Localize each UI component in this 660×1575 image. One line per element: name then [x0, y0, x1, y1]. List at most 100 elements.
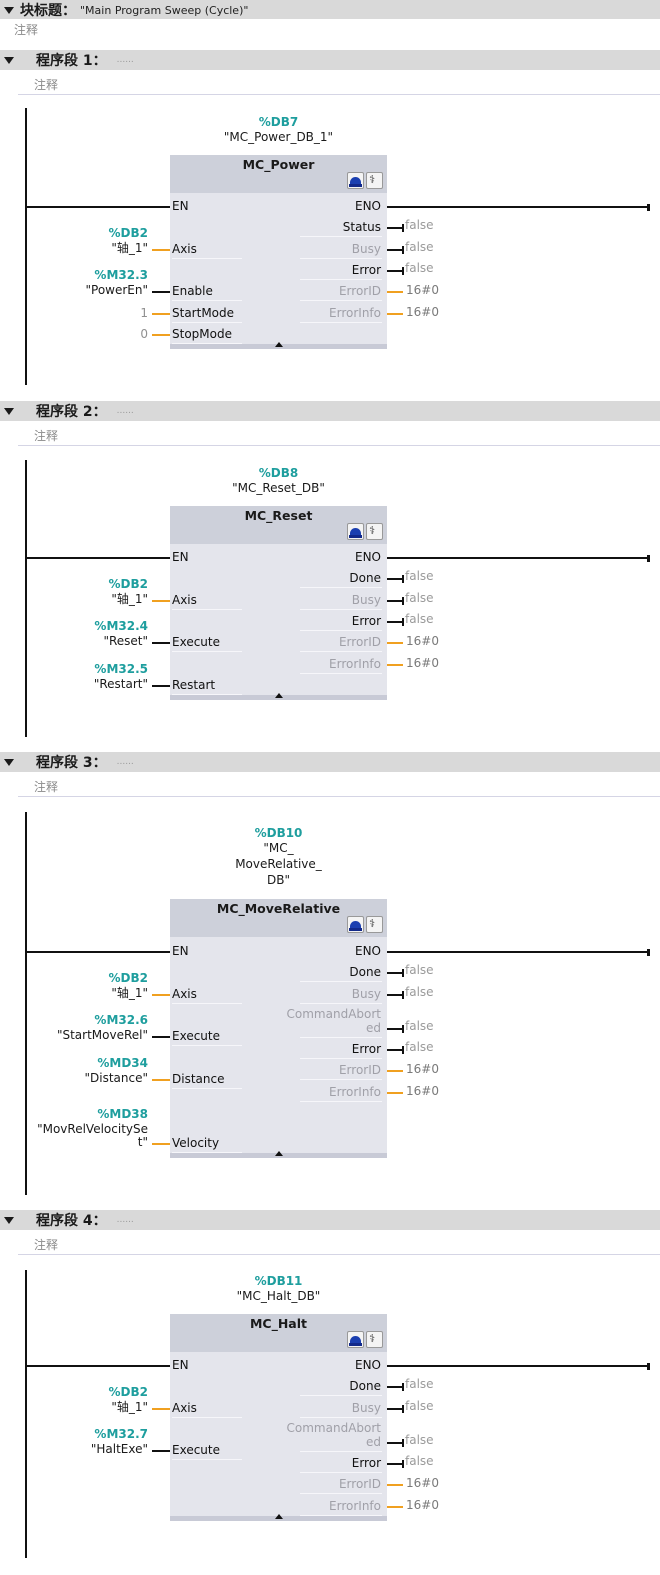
commissioning-button[interactable]: ⚕	[366, 1331, 383, 1348]
config-icon-base	[349, 184, 362, 187]
eno-wire-end	[647, 949, 650, 956]
input-operand-name[interactable]: "Reset"	[103, 634, 148, 648]
collapse-triangle-icon[interactable]	[4, 6, 14, 14]
input-operand-address[interactable]: %MD34	[97, 1055, 148, 1070]
stethoscope-icon: ⚕	[369, 1332, 375, 1345]
output-wire-end	[402, 245, 404, 254]
function-block[interactable]: MC_Power⚕	[170, 155, 387, 349]
input-constant[interactable]: 0	[140, 327, 148, 341]
input-operand-address[interactable]: %M32.3	[94, 268, 148, 282]
input-constant[interactable]: 1	[140, 305, 148, 320]
output-value: 16#0	[406, 1083, 439, 1098]
input-operand-address[interactable]: %DB2	[108, 576, 148, 591]
network-title[interactable]: 程序段 4：	[36, 1213, 107, 1229]
input-operand-address[interactable]: %M32.5	[94, 661, 148, 676]
output-value: false	[405, 260, 434, 275]
stethoscope-icon: ⚕	[369, 173, 375, 186]
input-operand-address[interactable]: %M32.6	[94, 1013, 148, 1027]
axis-config-button[interactable]	[347, 172, 364, 189]
pin-error: Error	[351, 1455, 381, 1470]
input-operand-address[interactable]: %M32.7	[94, 1427, 148, 1441]
pin-startmode: StartMode	[172, 305, 235, 320]
input-wire	[152, 1142, 170, 1145]
output-value: false	[405, 1398, 434, 1413]
output-value: false	[405, 569, 434, 584]
input-operand-address[interactable]: %MD38	[97, 1106, 148, 1121]
instance-db-address[interactable]: %DB11	[254, 1274, 303, 1288]
commissioning-button[interactable]: ⚕	[366, 523, 383, 540]
pin-error: Error	[351, 613, 381, 628]
input-operand-name[interactable]: "轴_1"	[111, 985, 148, 1000]
instance-db-name[interactable]: "MC_Power_DB_1"	[223, 130, 334, 144]
network-title[interactable]: 程序段 2：	[36, 404, 107, 420]
network-title-placeholder[interactable]: ......	[116, 1215, 134, 1225]
input-operand-name[interactable]: "Distance"	[84, 1070, 148, 1085]
network-comment[interactable]: 注释	[18, 1235, 660, 1255]
network-comment[interactable]: 注释	[18, 75, 660, 95]
instance-db-name[interactable]: "MC_ MoveRelative_ DB"	[235, 841, 322, 887]
pin-execute: Execute	[172, 1029, 220, 1043]
input-operand-name[interactable]: "轴_1"	[111, 240, 148, 255]
instance-db-address[interactable]: %DB8	[258, 466, 299, 480]
output-wire-end	[402, 1438, 404, 1447]
pin-stopmode: StopMode	[172, 327, 232, 341]
collapse-pins-icon[interactable]	[275, 1513, 283, 1519]
input-operand-name[interactable]: "PowerEn"	[85, 283, 148, 297]
axis-config-button[interactable]	[347, 523, 364, 540]
collapse-triangle-icon[interactable]	[4, 758, 14, 766]
network-title-placeholder[interactable]: ......	[116, 55, 134, 65]
function-block[interactable]: MC_Reset⚕	[170, 506, 387, 700]
commissioning-button[interactable]: ⚕	[366, 916, 383, 933]
input-operand-name[interactable]: "MovRelVelocitySe t"	[37, 1121, 148, 1149]
collapse-pins-icon[interactable]	[275, 342, 283, 347]
output-value: false	[405, 963, 434, 978]
input-operand-address[interactable]: %DB2	[108, 970, 148, 985]
collapse-pins-icon[interactable]	[275, 692, 283, 698]
block-title-value[interactable]: "Main Program Sweep (Cycle)"	[80, 3, 249, 17]
input-operand-address[interactable]: %M32.4	[94, 619, 148, 633]
instance-db-address[interactable]: %DB10	[254, 826, 303, 840]
output-wire	[387, 269, 403, 272]
commissioning-button[interactable]: ⚕	[366, 172, 383, 189]
instance-db-name[interactable]: "MC_Reset_DB"	[232, 481, 325, 495]
input-operand-name[interactable]: "HaltExe"	[90, 1442, 148, 1456]
input-operand-address[interactable]: %DB2	[108, 1384, 148, 1399]
block-comment[interactable]: 注释	[0, 19, 660, 39]
network-title[interactable]: 程序段 1：	[36, 53, 107, 69]
network-comment[interactable]: 注释	[18, 777, 660, 797]
input-operand-name[interactable]: "Restart"	[93, 676, 148, 691]
output-wire	[387, 972, 403, 975]
network-title[interactable]: 程序段 3：	[36, 755, 107, 771]
input-wire	[152, 1078, 170, 1081]
input-operand-name[interactable]: "StartMoveRel"	[56, 1028, 148, 1042]
en-wire	[27, 1365, 170, 1367]
output-wire	[387, 312, 403, 315]
function-block[interactable]: MC_MoveRelative⚕	[170, 899, 387, 1158]
pin-separator	[300, 1002, 382, 1004]
instance-db-address[interactable]: %DB7	[258, 115, 299, 129]
pin-busy: Busy	[351, 986, 381, 1001]
pin-separator	[172, 608, 242, 610]
input-operand-name[interactable]: "轴_1"	[111, 591, 148, 606]
output-wire-end	[402, 1024, 404, 1033]
axis-config-button[interactable]	[347, 1331, 364, 1348]
pin-separator	[300, 278, 382, 280]
instance-db-name[interactable]: "MC_Halt_DB"	[236, 1289, 321, 1303]
network-title-placeholder[interactable]: ......	[116, 757, 134, 767]
config-icon	[350, 177, 361, 185]
pin-separator	[300, 1079, 382, 1081]
block-title-bar: 块标题： "Main Program Sweep (Cycle)"	[0, 0, 660, 20]
pin-axis: Axis	[172, 986, 197, 1001]
network-title-placeholder[interactable]: ......	[116, 406, 134, 416]
axis-config-button[interactable]	[347, 916, 364, 933]
network-comment[interactable]: 注释	[18, 426, 660, 446]
input-operand-name[interactable]: "轴_1"	[111, 1399, 148, 1414]
pin-eno: ENO	[354, 1358, 381, 1372]
collapse-triangle-icon[interactable]	[4, 56, 14, 64]
input-operand-address[interactable]: %DB2	[108, 225, 148, 240]
output-wire-end	[402, 224, 404, 233]
collapse-triangle-icon[interactable]	[4, 407, 14, 415]
collapse-pins-icon[interactable]	[275, 1150, 283, 1156]
eno-wire-end	[647, 555, 650, 562]
collapse-triangle-icon[interactable]	[4, 1216, 14, 1224]
